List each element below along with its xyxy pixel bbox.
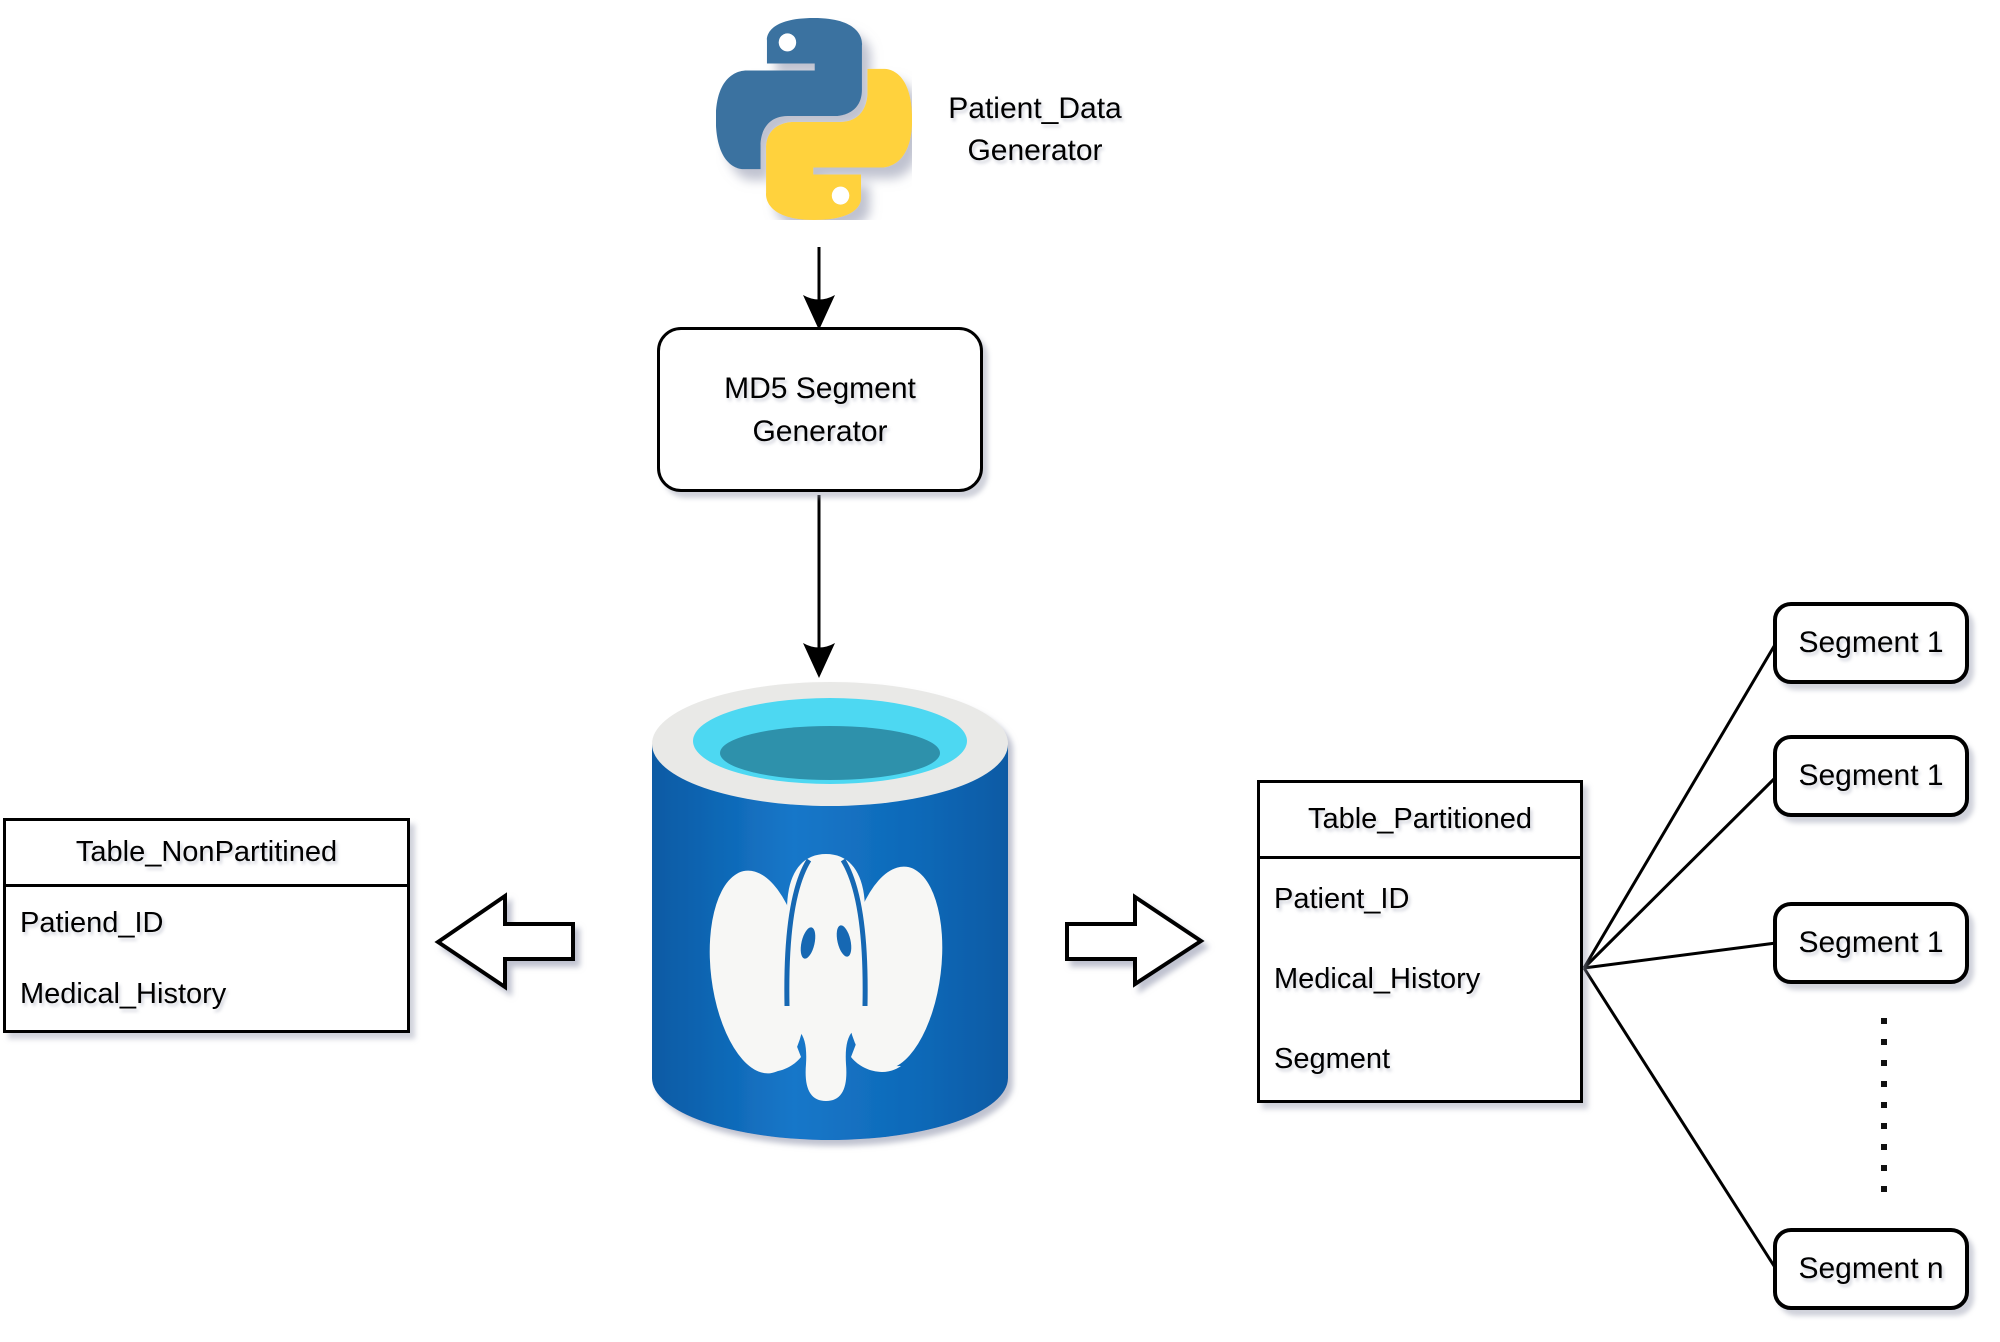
md5-label-line2: Generator [752, 414, 888, 448]
connector-line-segment-n [1582, 967, 1778, 1270]
segment-node-1: Segment 1 [1773, 602, 1969, 684]
postgresql-database-icon [652, 682, 1008, 1140]
python-label-line1: Patient_Data [948, 92, 1122, 125]
segment-label: Segment 1 [1798, 626, 1944, 659]
segment-connector-lines [1582, 642, 1778, 1270]
table-row: Medical_History [20, 977, 227, 1010]
python-label-line2: Generator [967, 134, 1103, 167]
table-nonpartitioned-node: Table_NonPartitined Patiend_ID Medical_H… [3, 818, 410, 1033]
elephant-icon [709, 854, 943, 1101]
connector-line-segment-3 [1583, 941, 1777, 970]
block-arrow-right-icon [1065, 893, 1205, 988]
segment-label: Segment 1 [1798, 759, 1944, 792]
segment-label: Segment n [1798, 1252, 1944, 1285]
python-icon [716, 18, 912, 220]
table-row: Patiend_ID [20, 906, 164, 939]
table-row: Medical_History [1274, 963, 1481, 996]
table-row: Segment [1274, 1043, 1391, 1076]
flow-arrow-python-to-md5 [803, 247, 835, 330]
segment-node-3: Segment 1 [1773, 902, 1969, 984]
table-partitioned-node: Table_Partitioned Patient_ID Medical_His… [1257, 780, 1583, 1103]
python-generator-label: Patient_Data Generator [900, 88, 1170, 172]
md5-segment-generator-node: MD5 Segment Generator [657, 327, 983, 492]
segment-label: Segment 1 [1798, 926, 1944, 959]
block-arrow-left-icon [434, 892, 575, 991]
table-partitioned-title: Table_Partitioned [1260, 783, 1580, 860]
connector-line-segment-2 [1582, 775, 1778, 970]
segment-node-2: Segment 1 [1773, 735, 1969, 817]
md5-label-line1: MD5 Segment [724, 371, 916, 405]
segment-node-n: Segment n [1773, 1228, 1969, 1310]
connector-line-segment-1 [1582, 642, 1778, 969]
table-row: Patient_ID [1274, 882, 1410, 915]
table-nonpartitioned-title: Table_NonPartitined [6, 821, 407, 888]
flow-arrow-md5-to-database [803, 495, 835, 678]
